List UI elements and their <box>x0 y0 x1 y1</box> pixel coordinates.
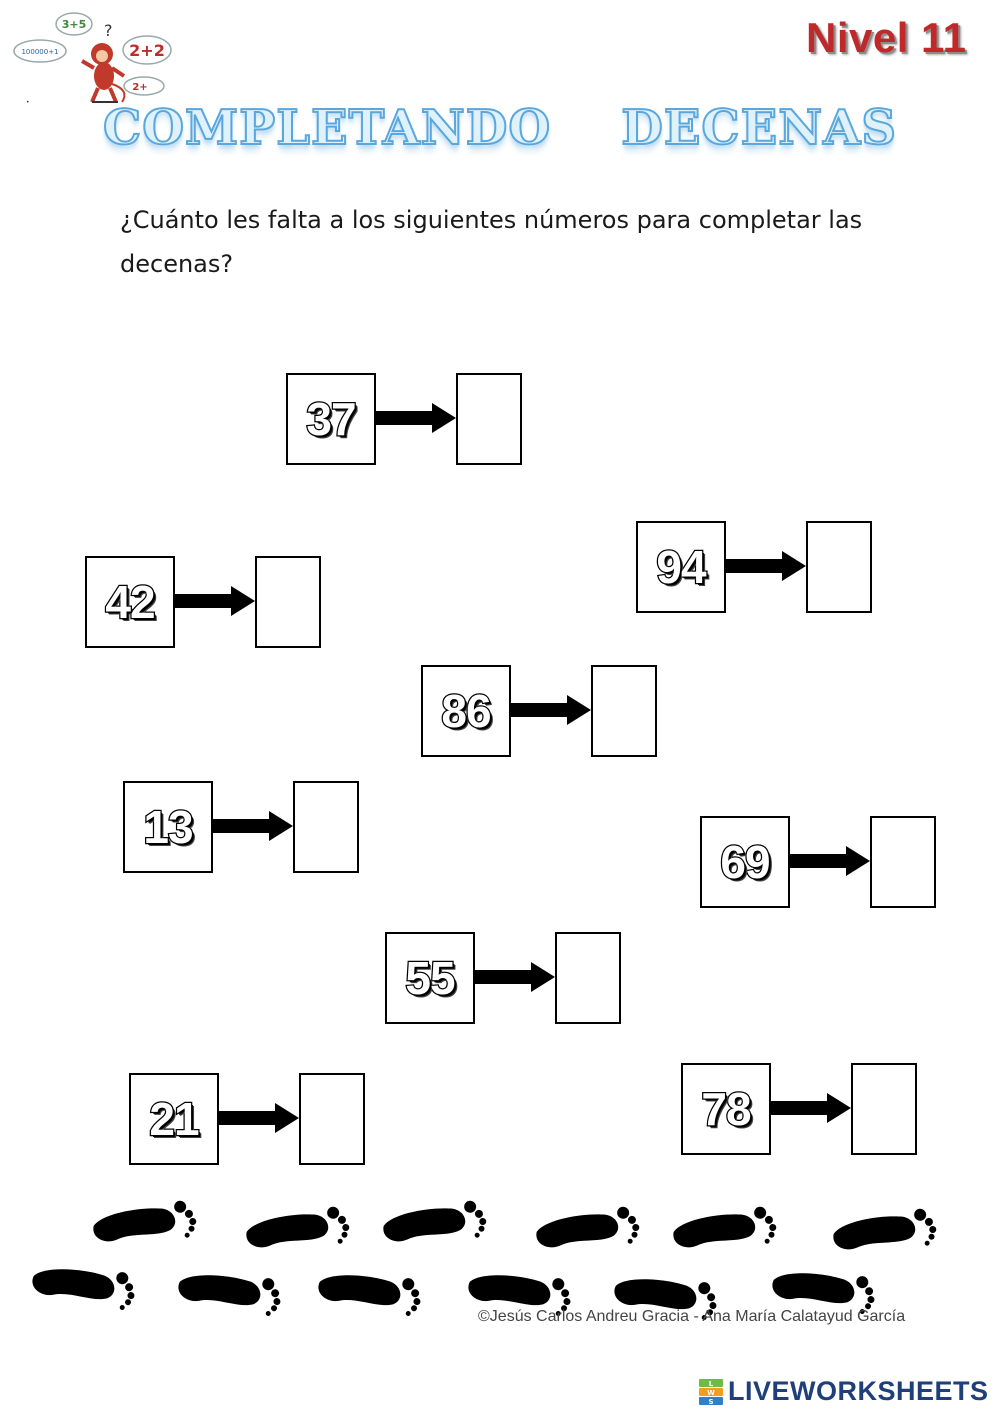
footprint-icon <box>316 1265 424 1318</box>
svg-text:•: • <box>26 99 30 106</box>
logo-bubble-1: 3+5 <box>62 18 87 31</box>
liveworksheets-brand[interactable]: L W S LIVEWORKSHEETS <box>698 1376 989 1407</box>
copyright-credit: ©Jesús Carlos Andreu Gracia - Ana María … <box>478 1308 906 1325</box>
instruction-text: ¿Cuánto les falta a los siguientes númer… <box>120 206 863 278</box>
number-box: 78 <box>681 1063 771 1155</box>
logo-bubble-3: 2+2 <box>129 41 165 60</box>
number-value: 94 <box>655 540 708 595</box>
page-title: COMPLETANDO DECENAS <box>0 99 1000 170</box>
exercise-94: 94 <box>636 521 872 613</box>
answer-input[interactable] <box>255 556 321 648</box>
arrow-right-icon <box>769 1093 851 1123</box>
number-box: 69 <box>700 816 790 908</box>
arrow-right-icon <box>211 811 293 841</box>
answer-input[interactable] <box>870 816 936 908</box>
brand-icon-letter-l: L <box>709 1380 714 1388</box>
answer-input[interactable] <box>591 665 657 757</box>
exercise-69: 69 <box>700 816 936 908</box>
logo-bubble-2: 100000+1 <box>21 48 58 56</box>
answer-input[interactable] <box>851 1063 917 1155</box>
arrow-right-icon <box>788 846 870 876</box>
footprint-icon <box>176 1265 284 1318</box>
exercise-86: 86 <box>421 665 657 757</box>
exercise-13: 13 <box>123 781 359 873</box>
footprint-icon <box>91 1199 198 1248</box>
arrow-right-icon <box>374 403 456 433</box>
answer-input[interactable] <box>806 521 872 613</box>
exercise-37: 37 <box>286 373 522 465</box>
brand-icon-letter-s: S <box>708 1398 713 1406</box>
exercise-21: 21 <box>129 1073 365 1165</box>
number-box: 37 <box>286 373 376 465</box>
number-box: 13 <box>123 781 213 873</box>
number-value: 13 <box>142 800 195 855</box>
number-value: 69 <box>719 835 772 890</box>
arrow-right-icon <box>217 1103 299 1133</box>
number-value: 37 <box>305 392 358 447</box>
number-value: 55 <box>404 951 457 1006</box>
exercise-55: 55 <box>385 932 621 1024</box>
number-box: 42 <box>85 556 175 648</box>
number-box: 86 <box>421 665 511 757</box>
answer-input[interactable] <box>555 932 621 1024</box>
logo-bubble-4: 2+ <box>132 82 147 93</box>
number-box: 94 <box>636 521 726 613</box>
exercise-78: 78 <box>681 1063 917 1155</box>
monkey-icon <box>80 43 126 103</box>
arrow-right-icon <box>509 695 591 725</box>
title-word-decenas: DECENAS <box>620 99 897 157</box>
footprint-icon <box>381 1199 488 1248</box>
brand-icon-letter-w: W <box>707 1389 715 1397</box>
arrow-right-icon <box>473 962 555 992</box>
exercise-42: 42 <box>85 556 321 648</box>
level-label: Nivel 11 <box>806 14 967 61</box>
number-value: 86 <box>440 684 493 739</box>
arrow-right-icon <box>724 551 806 581</box>
footprint-icon <box>244 1205 351 1254</box>
number-box: 21 <box>129 1073 219 1165</box>
liveworksheets-logo-icon: L W S <box>699 1378 723 1406</box>
footprint-icon <box>534 1205 641 1254</box>
arrow-right-icon <box>173 586 255 616</box>
svg-text:?: ? <box>104 21 113 40</box>
number-value: 42 <box>104 575 157 630</box>
answer-input[interactable] <box>456 373 522 465</box>
number-value: 78 <box>700 1082 753 1137</box>
answer-input[interactable] <box>293 781 359 873</box>
monkey-math-logo: 3+5 100000+1 2+2 2+ ? • <box>13 12 172 106</box>
answer-input[interactable] <box>299 1073 365 1165</box>
title-word-completando: COMPLETANDO <box>102 99 552 157</box>
number-value: 21 <box>148 1092 201 1147</box>
number-box: 55 <box>385 932 475 1024</box>
footprint-icon <box>671 1205 778 1254</box>
brand-name: LIVEWORKSHEETS <box>728 1376 989 1406</box>
footprint-icon <box>30 1259 138 1312</box>
footprint-icon <box>831 1207 938 1256</box>
